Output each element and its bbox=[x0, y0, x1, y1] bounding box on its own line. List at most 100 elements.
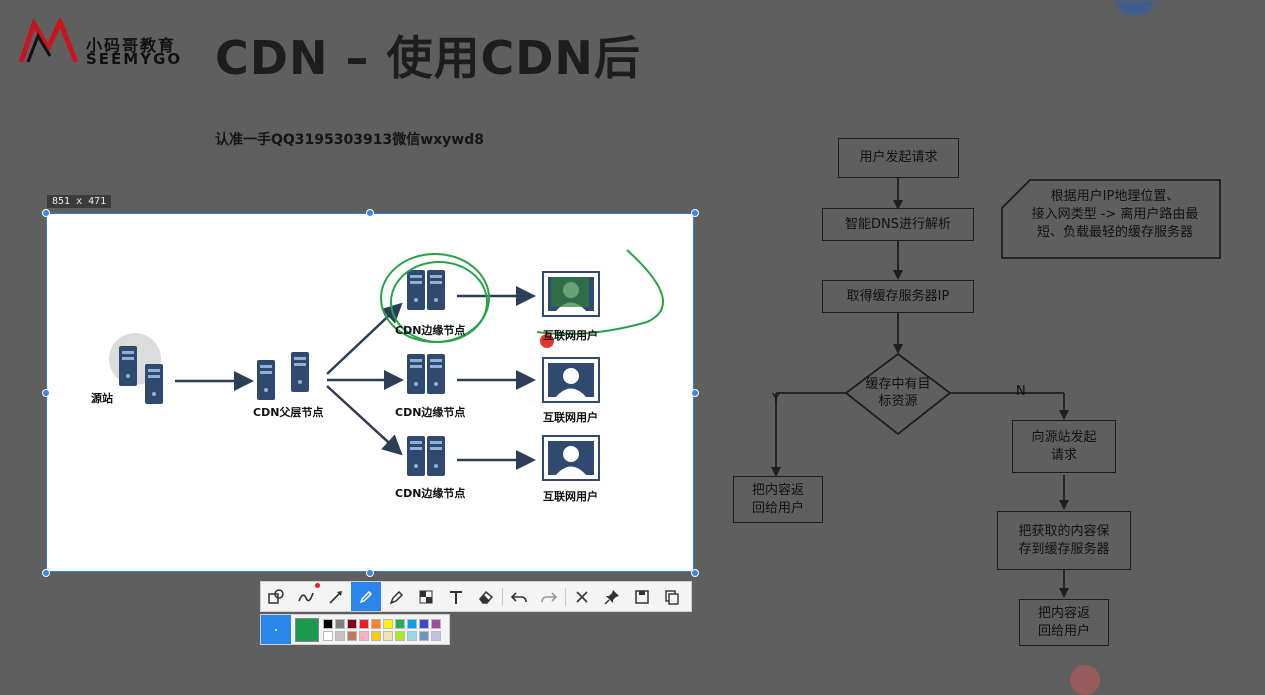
arrow-icon[interactable] bbox=[321, 582, 351, 611]
annotation-toolbar bbox=[260, 581, 692, 612]
page-title: CDN – 使用CDN后 bbox=[215, 31, 641, 85]
resize-handle-ne[interactable] bbox=[691, 209, 699, 217]
pen-icon[interactable] bbox=[351, 582, 381, 611]
edge-label: CDN边缘节点 bbox=[395, 487, 466, 500]
color-swatch[interactable] bbox=[407, 631, 417, 641]
color-swatch[interactable] bbox=[407, 619, 417, 629]
eraser-icon[interactable] bbox=[471, 582, 501, 611]
color-swatch[interactable] bbox=[359, 631, 369, 641]
cursor-dot bbox=[540, 334, 554, 348]
resize-handle-se[interactable] bbox=[691, 569, 699, 577]
resize-handle-s[interactable] bbox=[366, 569, 374, 577]
parent-server-icon bbox=[257, 352, 309, 400]
logo-text-en: SEEMYGO bbox=[86, 50, 183, 68]
box-line: 回给用户 bbox=[1037, 623, 1090, 639]
flow-no-step2: 把获取的内容保 存到缓存服务器 bbox=[997, 511, 1131, 570]
color-swatch[interactable] bbox=[419, 631, 429, 641]
close-icon[interactable] bbox=[567, 582, 597, 611]
toolbar-divider bbox=[502, 587, 503, 606]
color-swatch[interactable] bbox=[395, 619, 405, 629]
note-line: 根据用户IP地理位置、 bbox=[1050, 189, 1180, 204]
watermark-text: 认准一手QQ3195303913微信wxywd8 bbox=[215, 132, 485, 148]
box-line: 存到缓存服务器 bbox=[1018, 541, 1110, 557]
color-palette bbox=[260, 614, 450, 645]
flow-no-step3: 把内容返 回给用户 bbox=[1019, 599, 1109, 646]
color-swatch[interactable] bbox=[371, 619, 381, 629]
redo-icon[interactable] bbox=[534, 582, 564, 611]
color-swatch[interactable] bbox=[335, 619, 345, 629]
flow-decision: 缓存中有目 标资源 bbox=[858, 376, 938, 410]
resize-handle-e[interactable] bbox=[691, 389, 699, 397]
flow-step-get-ip: 取得缓存服务器IP bbox=[822, 280, 974, 313]
color-swatch[interactable] bbox=[383, 619, 393, 629]
color-swatch[interactable] bbox=[419, 619, 429, 629]
edge-server-icon bbox=[407, 436, 445, 476]
box-line: 向源站发起 bbox=[1031, 429, 1097, 445]
box-line: 回给用户 bbox=[751, 500, 804, 516]
color-swatch[interactable] bbox=[323, 619, 333, 629]
user-label: 互联网用户 bbox=[543, 411, 598, 424]
logo-mark-icon bbox=[18, 15, 79, 63]
pin-icon[interactable] bbox=[597, 582, 627, 611]
color-swatch[interactable] bbox=[335, 631, 345, 641]
resize-handle-n[interactable] bbox=[366, 209, 374, 217]
shape-icon[interactable] bbox=[261, 582, 291, 611]
note-line: 短、负载最轻的缓存服务器 bbox=[1036, 225, 1193, 240]
no-label: N bbox=[1016, 384, 1026, 399]
resize-handle-nw[interactable] bbox=[42, 209, 50, 217]
undo-icon[interactable] bbox=[504, 582, 534, 611]
color-swatch[interactable] bbox=[431, 619, 441, 629]
decision-line: 缓存中有目 bbox=[865, 377, 931, 392]
copy-icon[interactable] bbox=[657, 582, 687, 611]
resize-handle-sw[interactable] bbox=[42, 569, 50, 577]
edge-server-icon bbox=[407, 354, 445, 394]
flow-note: 根据用户IP地理位置、 接入网类型 -> 离用户路由最 短、负载最轻的缓存服务器 bbox=[1010, 188, 1220, 242]
cdn-diagram bbox=[109, 249, 664, 481]
curve-icon[interactable] bbox=[291, 582, 321, 611]
logo bbox=[18, 15, 82, 66]
yes-label: Y bbox=[772, 392, 780, 407]
flow-step-dns: 智能DNS进行解析 bbox=[822, 208, 974, 241]
color-swatch[interactable] bbox=[431, 631, 441, 641]
note-line: 接入网类型 -> 离用户路由最 bbox=[1031, 207, 1199, 222]
origin-label: 源站 bbox=[91, 392, 113, 405]
box-line: 把获取的内容保 bbox=[1018, 523, 1110, 539]
box-line: 把内容返 bbox=[751, 482, 804, 498]
color-swatch[interactable] bbox=[323, 631, 333, 641]
box-line: 请求 bbox=[1050, 447, 1077, 463]
mosaic-icon[interactable] bbox=[411, 582, 441, 611]
color-swatch[interactable] bbox=[347, 631, 357, 641]
capture-region[interactable]: 源站 CDN父层节点 CDN边缘节点 CDN边缘节点 CDN边缘节点 互联网用户… bbox=[46, 213, 694, 572]
save-icon[interactable] bbox=[627, 582, 657, 611]
corner-logo-icon bbox=[1115, 0, 1155, 15]
flow-no-step1: 向源站发起 请求 bbox=[1012, 420, 1116, 473]
capture-size-label: 851 x 471 bbox=[47, 195, 112, 208]
color-swatch[interactable] bbox=[383, 631, 393, 641]
edge-label: CDN边缘节点 bbox=[395, 406, 466, 419]
pen-size-button[interactable] bbox=[261, 615, 291, 644]
origin-server-icon bbox=[109, 333, 163, 404]
flow-step-request: 用户发起请求 bbox=[838, 138, 959, 178]
user-icon bbox=[542, 435, 600, 481]
flow-yes-result: 把内容返 回给用户 bbox=[733, 476, 823, 523]
color-swatch[interactable] bbox=[359, 619, 369, 629]
text-icon[interactable] bbox=[441, 582, 471, 611]
cursor-circle bbox=[1070, 665, 1100, 695]
pen-annotation bbox=[380, 249, 664, 343]
user-label: 互联网用户 bbox=[543, 329, 598, 342]
flowchart-connectors bbox=[771, 178, 1221, 598]
active-color-swatch[interactable] bbox=[295, 618, 319, 642]
toolbar-divider bbox=[565, 587, 566, 606]
user-icon bbox=[542, 357, 600, 403]
color-swatch[interactable] bbox=[371, 631, 381, 641]
user-label: 互联网用户 bbox=[543, 490, 598, 503]
box-line: 把内容返 bbox=[1037, 605, 1090, 621]
resize-handle-w[interactable] bbox=[42, 389, 50, 397]
color-swatch[interactable] bbox=[347, 619, 357, 629]
parent-label: CDN父层节点 bbox=[253, 406, 324, 419]
marker-icon[interactable] bbox=[381, 582, 411, 611]
edge-server-icon bbox=[407, 270, 445, 310]
decision-line: 标资源 bbox=[878, 394, 918, 409]
color-swatch[interactable] bbox=[395, 631, 405, 641]
edge-label: CDN边缘节点 bbox=[395, 324, 466, 337]
